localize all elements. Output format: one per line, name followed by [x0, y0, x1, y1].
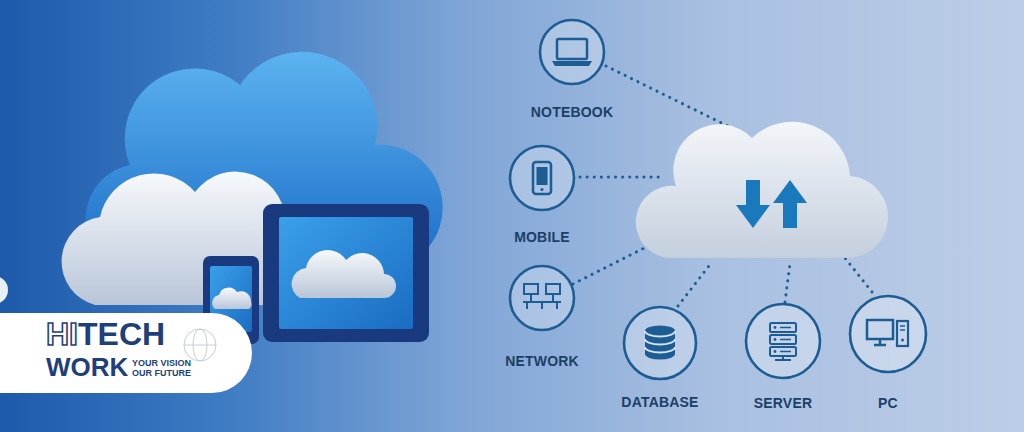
logo-mark: TECH: [78, 318, 165, 350]
device-node: SERVER: [743, 301, 823, 411]
device-label: NOTEBOOK: [527, 104, 618, 120]
device-label: MOBILE: [507, 229, 577, 245]
device-node: NOTEBOOK: [527, 17, 618, 120]
logo-tagline: YOUR VISION OUR FUTURE: [132, 358, 206, 379]
device-node: MOBILE: [507, 143, 577, 245]
device-node: NETWORK: [501, 263, 583, 369]
device-circle: [847, 293, 929, 375]
device-circle: [743, 301, 823, 381]
device-label: SERVER: [743, 395, 823, 411]
device-label: DATABASE: [617, 394, 703, 410]
device-node: DATABASE: [617, 304, 703, 410]
device-label: NETWORK: [501, 353, 583, 369]
device-label: PC: [847, 395, 929, 411]
device-circle: [621, 304, 699, 382]
logo-mark: HI: [46, 318, 78, 350]
logo-word: WORK: [46, 354, 128, 380]
device-node: PC: [847, 293, 929, 411]
device-circle: [507, 143, 577, 213]
device-circle: [507, 263, 577, 333]
device-circle: [537, 17, 607, 87]
